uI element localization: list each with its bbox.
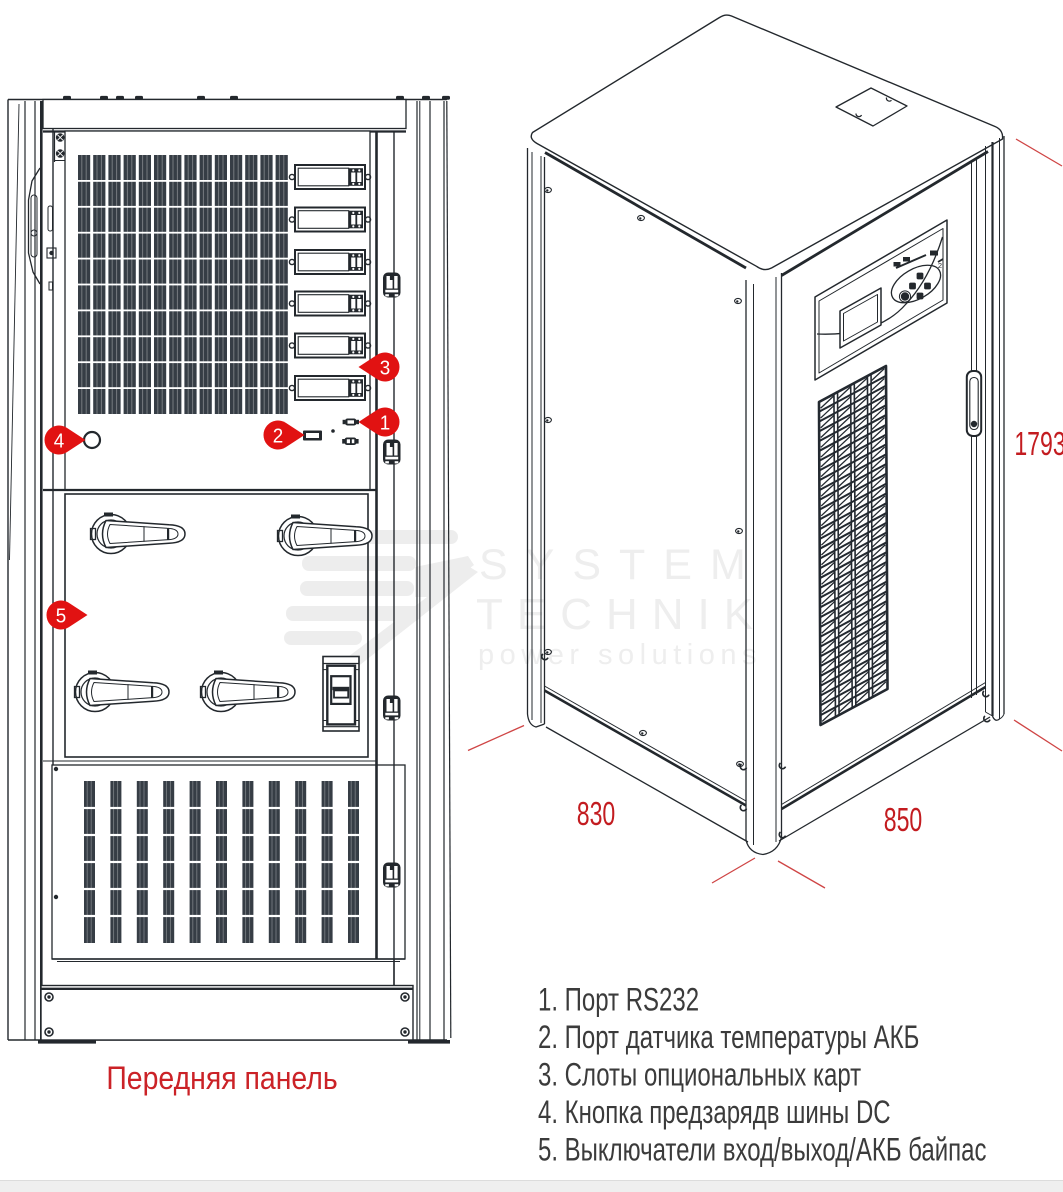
svg-text:2: 2 [938,261,942,270]
svg-text:1793: 1793 [1014,426,1063,463]
svg-text:3: 3 [380,357,391,380]
svg-text:830: 830 [577,796,616,833]
svg-text:SYSTEM: SYSTEM [479,541,764,589]
svg-text:TECHNIK: TECHNIK [476,590,767,639]
svg-text:4. Кнопка предзарядв шины DC: 4. Кнопка предзарядв шины DC [538,1094,891,1130]
svg-text:850: 850 [884,802,923,839]
svg-text:2: 2 [273,425,283,448]
svg-text:1: 1 [380,412,390,435]
svg-text:2. Порт датчика температуры АК: 2. Порт датчика температуры АКБ [538,1019,919,1055]
svg-text:1. Порт RS232: 1. Порт RS232 [538,981,699,1017]
svg-text:Передняя панель: Передняя панель [106,1060,337,1096]
svg-text:power solutions: power solutions [478,639,762,671]
svg-text:4: 4 [54,430,65,453]
svg-text:5. Выключатели вход/выход/АКБ: 5. Выключатели вход/выход/АКБ байпас [538,1131,986,1167]
svg-text:5: 5 [56,605,67,628]
svg-text:3. Слоты опциональных карт: 3. Слоты опциональных карт [538,1056,861,1092]
